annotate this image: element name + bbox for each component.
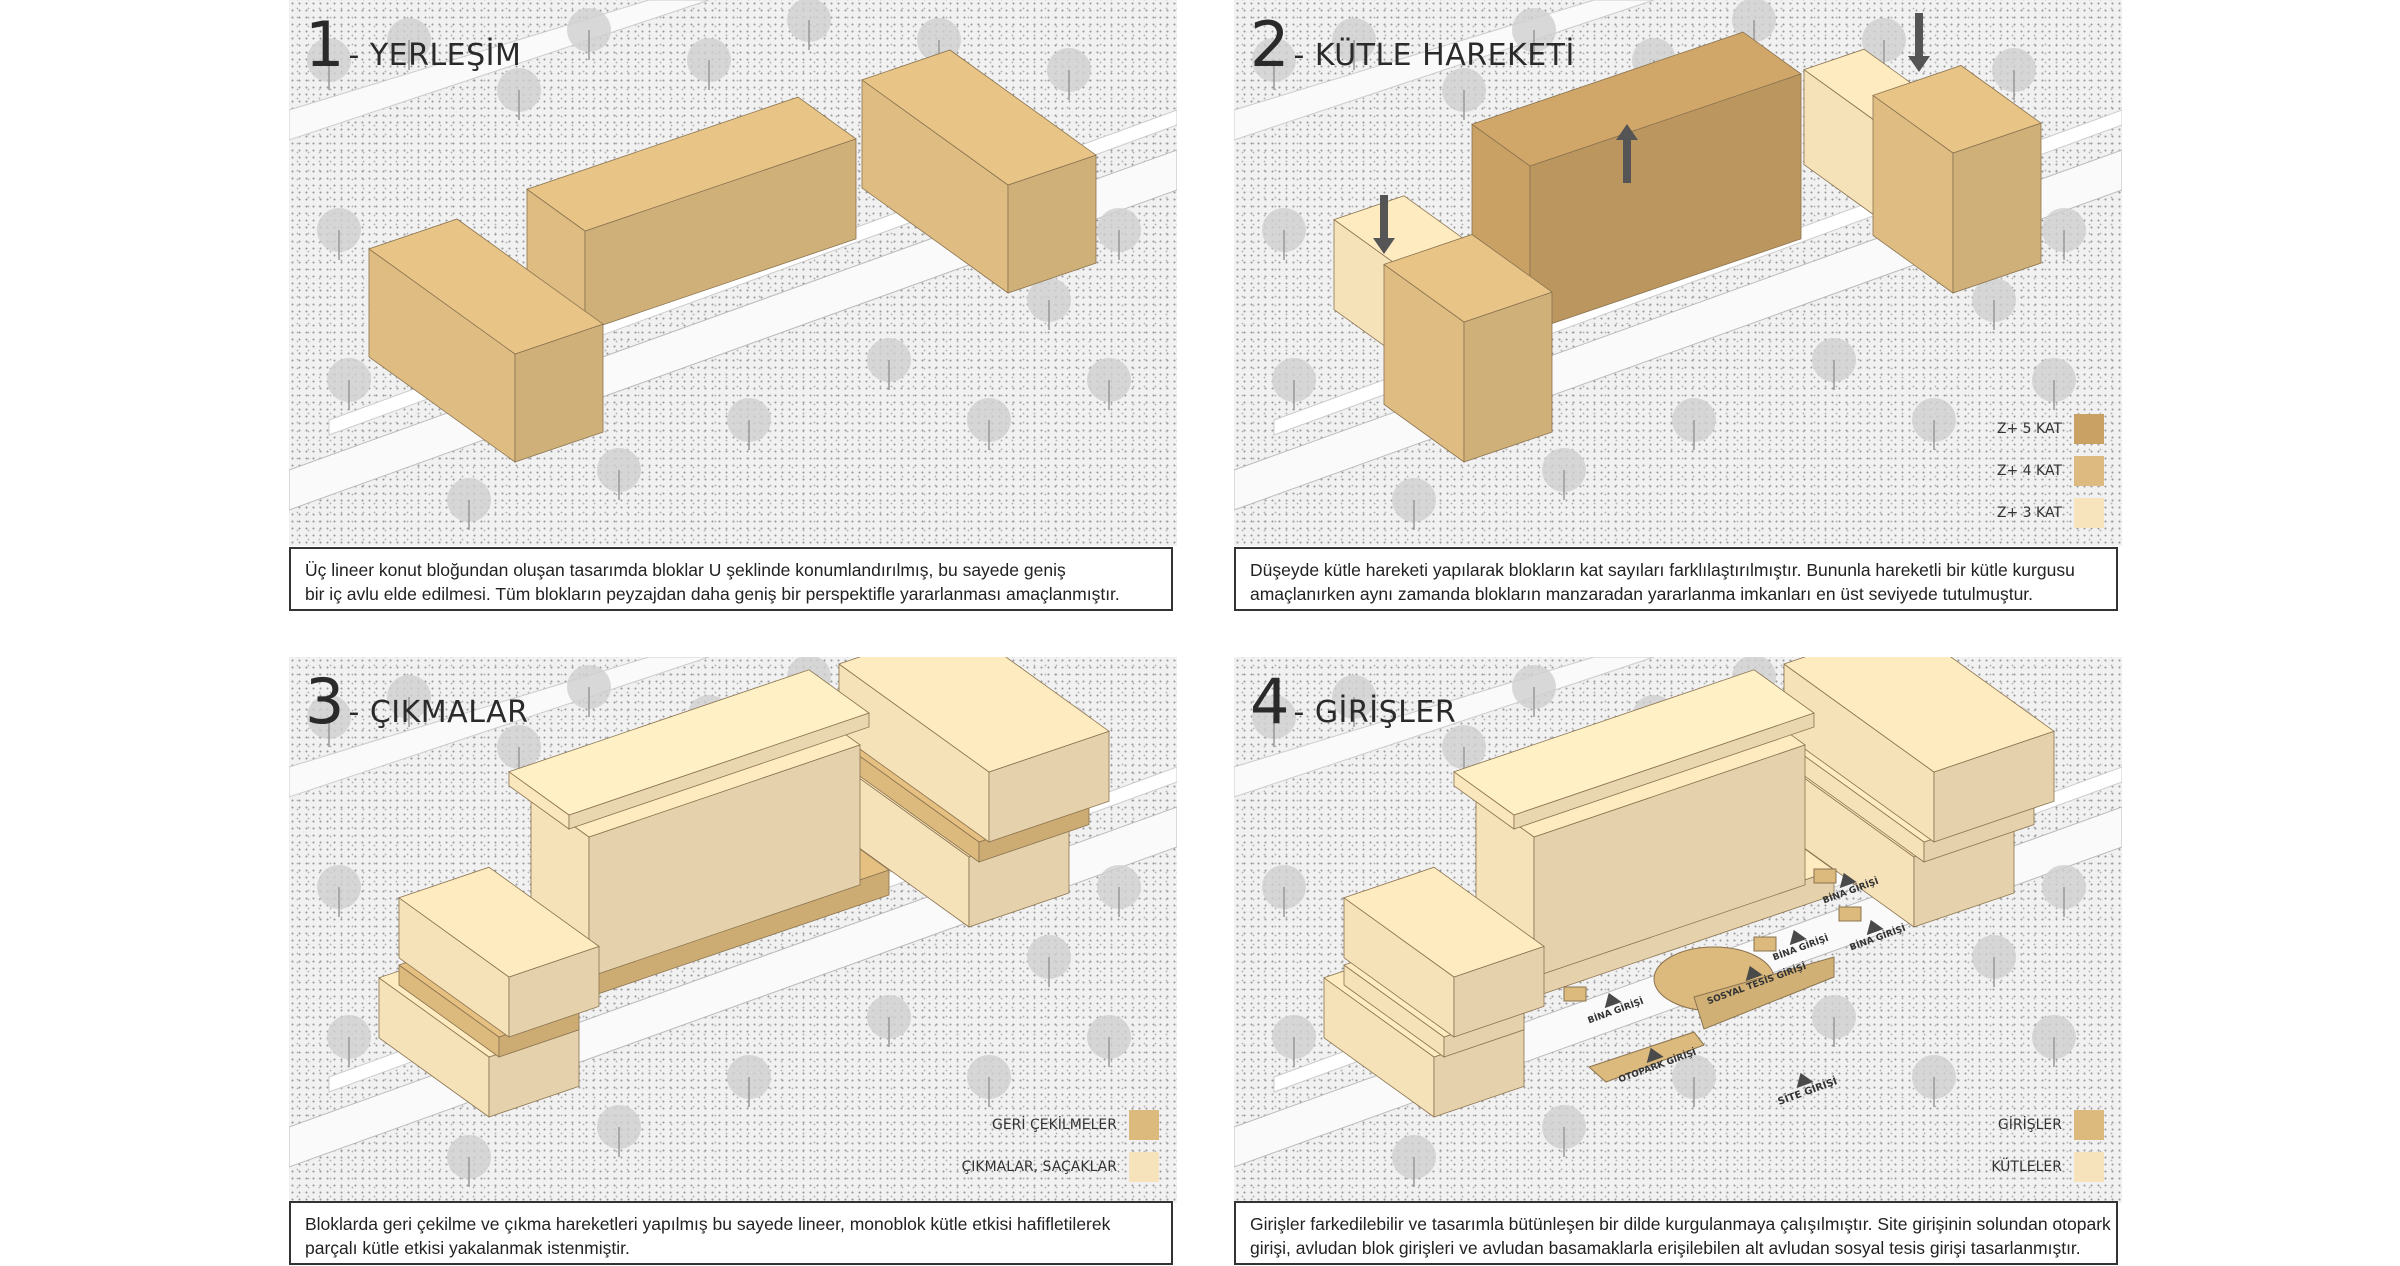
right-block-upper-top-face — [1783, 657, 2055, 773]
legend-label: ÇIKMALAR, SAÇAKLAR — [961, 1159, 1117, 1175]
left-block-upper-top-face — [1343, 866, 1545, 978]
left-block-upper-top-face — [398, 866, 600, 978]
legend-swatch — [2074, 456, 2104, 486]
legend: GERİ ÇEKİLMELER ÇIKMALAR, SAÇAKLAR — [961, 1104, 1159, 1188]
building-entrance-canopy — [1838, 906, 1862, 922]
panel-number: 4 — [1250, 665, 1290, 738]
massing-drawing — [1234, 0, 2122, 530]
panel-kutle-hareketi: 2 - KÜTLE HAREKETİ Z+ 5 KAT Z+ 4 KAT Z+ … — [1234, 0, 2122, 546]
caption-line: Düşeyde kütle hareketi yapılarak bloklar… — [1250, 560, 2075, 580]
parking-ramp — [1588, 1031, 1705, 1083]
panel-cikmalar: 3 - ÇIKMALAR GERİ ÇEKİLMELER ÇIKMALAR, S… — [289, 657, 1177, 1203]
middle-roof-overhang-top-face — [1453, 669, 1815, 816]
panel-title: 1 - YERLEŞİM — [305, 14, 521, 76]
legend-swatch — [2074, 414, 2104, 444]
panel-name: - GİRİŞLER — [1293, 695, 1457, 730]
legend-label: GİRİŞLER — [1997, 1117, 2062, 1133]
arrow-shaft — [1380, 195, 1388, 240]
middle-block-top-face — [526, 96, 857, 232]
legend-label: KÜTLELER — [1991, 1159, 2062, 1175]
building-entrance-canopy — [1813, 868, 1837, 884]
legend-swatch — [1129, 1152, 1159, 1182]
right-block-top-face — [861, 49, 1097, 186]
legend-item: Z+ 5 KAT — [1997, 408, 2104, 450]
right-block-top-face — [1872, 65, 2042, 154]
building-entrance-canopy — [1753, 936, 1777, 952]
caption-line: parçalı kütle etkisi yakalanmak istenmiş… — [305, 1238, 630, 1258]
legend-label: Z+ 5 KAT — [1996, 421, 2062, 437]
panel-title: 3 - ÇIKMALAR — [305, 671, 528, 733]
right-block-upper-top-face — [838, 657, 1110, 773]
panel-number: 2 — [1250, 8, 1290, 81]
arrow-shaft — [1623, 138, 1631, 183]
panel-number: 3 — [305, 665, 345, 738]
left-block-top-face — [1383, 234, 1553, 323]
left-block-top-face — [368, 218, 604, 355]
massing-drawing — [289, 657, 1177, 1187]
social-facility-steps — [1693, 956, 1835, 1030]
arrow-down-icon — [1373, 238, 1395, 254]
legend-label: Z+ 3 KAT — [1996, 505, 2062, 521]
caption-girisler: Girişler farkedilebilir ve tasarımla büt… — [1234, 1201, 2118, 1265]
legend-item: GİRİŞLER — [1991, 1104, 2104, 1146]
legend-swatch — [2074, 1110, 2104, 1140]
caption-line: girişi, avludan blok girişleri ve avluda… — [1250, 1238, 2081, 1258]
caption-cikmalar: Bloklarda geri çekilme ve çıkma hareketl… — [289, 1201, 1173, 1265]
legend-item: Z+ 4 KAT — [1997, 450, 2104, 492]
caption-line: amaçlanırken aynı zamanda blokların manz… — [1250, 584, 2034, 604]
legend: Z+ 5 KAT Z+ 4 KAT Z+ 3 KAT — [1997, 408, 2104, 534]
caption-yerlesim: Üç lineer konut bloğundan oluşan tasarım… — [289, 547, 1173, 611]
middle-roof-overhang-top-face — [508, 669, 870, 816]
arrow-up-icon — [1616, 124, 1638, 140]
caption-kutle-hareketi: Düşeyde kütle hareketi yapılarak bloklar… — [1234, 547, 2118, 611]
panel-name: - YERLEŞİM — [348, 38, 522, 73]
massing-drawing — [289, 0, 1177, 530]
legend-item: Z+ 3 KAT — [1997, 492, 2104, 534]
legend-swatch — [1129, 1110, 1159, 1140]
arrow-down-icon — [1908, 56, 1930, 72]
panel-title: 2 - KÜTLE HAREKETİ — [1250, 14, 1575, 76]
panel-title: 4 - GİRİŞLER — [1250, 671, 1456, 733]
panel-girisler: 4 - GİRİŞLER BİNA GİRİŞİ BİNA GİRİŞİ BİN… — [1234, 657, 2122, 1203]
panel-number: 1 — [305, 8, 345, 81]
arrow-shaft — [1915, 13, 1923, 58]
legend-item: KÜTLELER — [1991, 1146, 2104, 1188]
legend-item: GERİ ÇEKİLMELER — [961, 1104, 1159, 1146]
building-entrance-canopy — [1563, 986, 1587, 1002]
legend-item: ÇIKMALAR, SAÇAKLAR — [961, 1146, 1159, 1188]
caption-line: Girişler farkedilebilir ve tasarımla büt… — [1250, 1214, 2111, 1234]
legend-swatch — [2074, 1152, 2104, 1182]
caption-line: bir iç avlu elde edilmesi. Tüm blokların… — [305, 584, 1120, 604]
legend-label: GERİ ÇEKİLMELER — [991, 1117, 1117, 1133]
legend-label: Z+ 4 KAT — [1996, 463, 2062, 479]
legend-swatch — [2074, 498, 2104, 528]
panel-name: - KÜTLE HAREKETİ — [1293, 38, 1575, 73]
legend: GİRİŞLER KÜTLELER — [1991, 1104, 2104, 1188]
middle-block-top-face — [1471, 31, 1802, 167]
caption-line: Bloklarda geri çekilme ve çıkma hareketl… — [305, 1214, 1111, 1234]
massing-drawing — [1234, 657, 2122, 1187]
panel-name: - ÇIKMALAR — [348, 695, 529, 730]
caption-line: Üç lineer konut bloğundan oluşan tasarım… — [305, 560, 1066, 580]
panel-yerlesim: 1 - YERLEŞİM — [289, 0, 1177, 546]
